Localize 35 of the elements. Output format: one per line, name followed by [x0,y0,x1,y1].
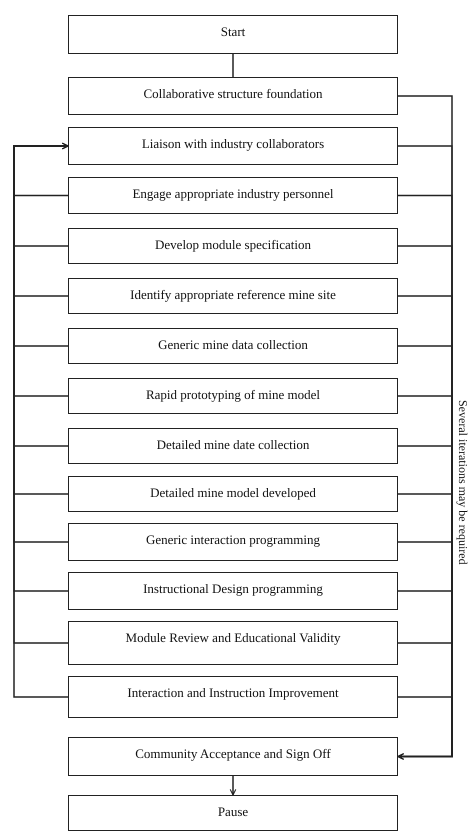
step-text: Collaborative structure foundation [143,86,323,102]
step-text: Liaison with industry collaborators [142,136,324,152]
process-box [68,621,398,665]
process-box [68,676,398,718]
step-text: Generic interaction programming [146,532,320,548]
process-box [68,572,398,610]
step-text: Interaction and Instruction Improvement [127,685,339,701]
side-note: Several iterations may be required [455,400,470,565]
step-text: Pause [218,804,248,820]
step-text: Instructional Design programming [143,581,323,597]
process-box [68,737,398,776]
connector-arrow [230,776,236,796]
process-box [68,127,398,165]
step-text: Detailed mine model developed [150,485,316,501]
step-text: Detailed mine date collection [156,437,310,453]
step-text: Community Acceptance and Sign Off [135,746,331,762]
step-text: Module Review and Educational Validity [126,630,340,646]
process-box [68,278,398,314]
process-box [68,378,398,414]
process-box [68,428,398,464]
process-box [68,795,398,831]
step-text: Develop module specification [155,237,311,253]
process-box [68,328,398,364]
step-text: Generic mine data collection [158,337,308,353]
step-text: Identify appropriate reference mine site [130,287,336,303]
process-box [68,228,398,264]
step-text: Rapid prototyping of mine model [146,387,320,403]
process-box [68,77,398,115]
process-box [68,177,398,214]
process-box [68,523,398,561]
connector-arrow [397,696,453,760]
step-text: Start [220,24,246,40]
process-box [68,476,398,512]
step-text: Engage appropriate industry personnel [132,186,334,202]
process-box [68,15,398,54]
